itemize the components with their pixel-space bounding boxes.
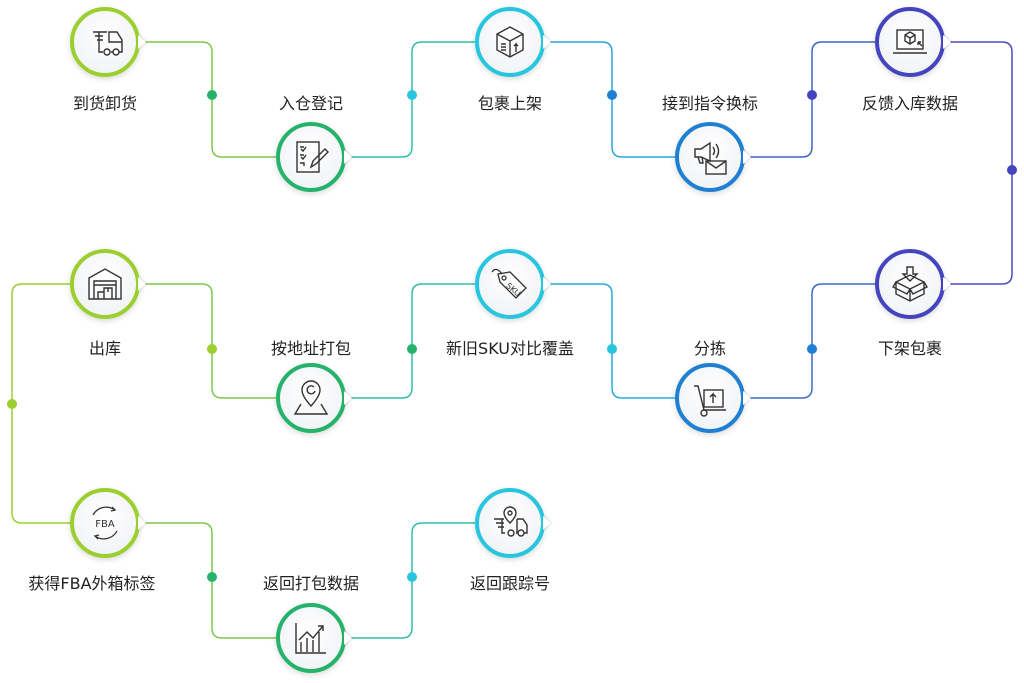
step-node-sku-compare-overwrite: SKU: [475, 249, 545, 319]
step-node-relabel-instruction: [675, 122, 745, 192]
hand-truck-icon: [694, 385, 726, 417]
connector: [140, 522, 276, 639]
delivery-truck-icon: [93, 31, 123, 56]
tracking-truck-icon: [494, 506, 528, 537]
svg-text:FBA: FBA: [95, 519, 115, 530]
connector-dot: [407, 344, 417, 354]
step-node-sorting: [675, 363, 745, 433]
step-label: 返回打包数据: [262, 574, 360, 593]
connector: [545, 283, 675, 399]
connector: [140, 283, 276, 399]
checklist-pen-icon: [296, 141, 329, 173]
step-label: 反馈入库数据: [861, 94, 959, 113]
bar-chart-up-icon: [295, 623, 326, 654]
step-node-unshelve-package: [875, 249, 945, 319]
step-node-return-packing-data: [276, 603, 346, 673]
step-label: 到货卸货: [72, 94, 138, 113]
step-label: 按地址打包: [270, 339, 352, 358]
step-label: 接到指令换标: [661, 94, 759, 113]
box-icon: [496, 26, 524, 58]
connector: [745, 283, 875, 399]
connector: [11, 283, 70, 524]
connector-dot: [607, 90, 617, 100]
megaphone-mail-icon: [694, 141, 727, 175]
step-label: 包裹上架: [477, 94, 543, 113]
step-label: 新旧SKU对比覆盖: [446, 339, 574, 358]
warehouse-icon: [88, 268, 122, 300]
connector-dot: [207, 572, 217, 582]
sku-tag-icon: SKU: [491, 268, 527, 299]
step-node-shelve-package: [475, 7, 545, 77]
map-pin-icon: [293, 380, 329, 415]
step-node-outbound: [70, 249, 140, 319]
connector-dot: [7, 399, 17, 409]
connector-dot: [807, 344, 817, 354]
step-node-inbound-register: [276, 122, 346, 192]
connector-dot: [407, 90, 417, 100]
connector-dot: [207, 344, 217, 354]
connector: [346, 283, 475, 399]
connector-dot: [1007, 165, 1017, 175]
step-node-return-tracking-number: [475, 488, 545, 558]
connector-dot: [207, 90, 217, 100]
step-label: 入仓登记: [278, 94, 344, 113]
step-label: 出库: [88, 339, 122, 358]
connector-dot: [607, 344, 617, 354]
step-node-pack-by-address: [276, 363, 346, 433]
step-label: 分拣: [693, 339, 727, 358]
connector-dot: [407, 572, 417, 582]
box-down-arrow-icon: [892, 266, 928, 302]
connector: [140, 41, 276, 158]
step-node-feedback-inbound-data: [875, 7, 945, 77]
step-label: 返回跟踪号: [469, 574, 551, 593]
fba-cycle-icon: FBA: [92, 506, 118, 540]
step-label: 下架包裹: [877, 339, 943, 358]
connector: [945, 41, 1013, 285]
step-label: 获得FBA外箱标签: [28, 574, 156, 593]
step-node-arrival-unload: [70, 7, 140, 77]
step-node-get-fba-label: FBA: [70, 488, 140, 558]
connector-dot: [807, 90, 817, 100]
laptop-box-icon: [893, 29, 927, 54]
